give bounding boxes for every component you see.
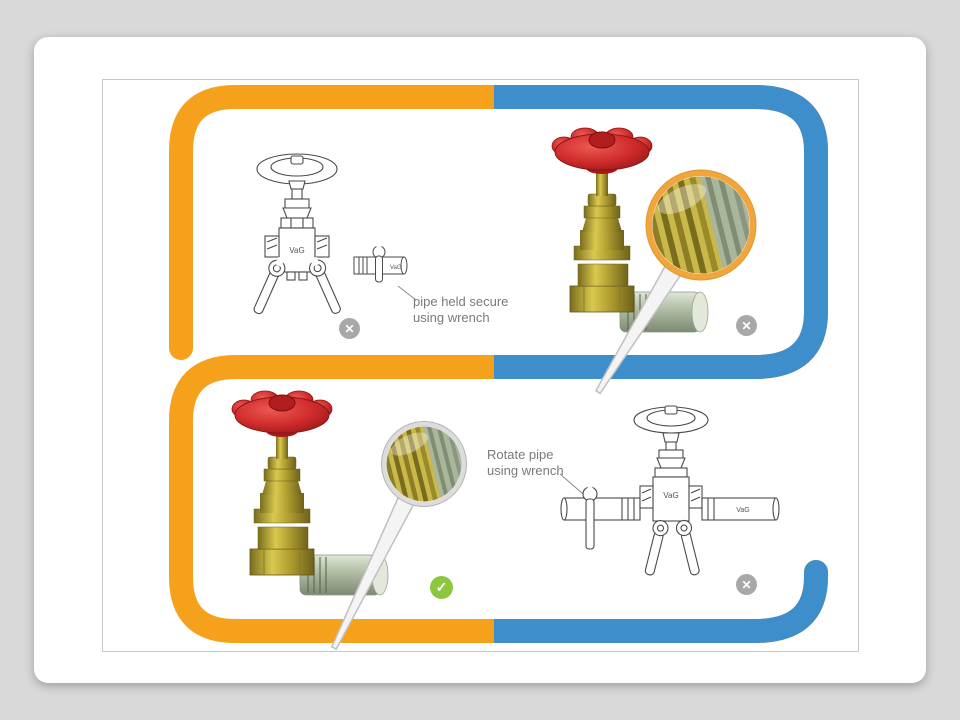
magnifier-handle xyxy=(594,263,683,395)
pipe-brand-label: VaG xyxy=(390,265,402,271)
check-icon: ✓ xyxy=(435,579,448,595)
magnifier-handle xyxy=(330,495,416,651)
x-icon: ✕ xyxy=(741,577,752,592)
caption-line-1: pipe held secure xyxy=(413,294,509,309)
x-icon: ✕ xyxy=(344,321,355,336)
caption-line-1: Rotate pipe xyxy=(487,447,554,462)
caption-line-2: using wrench xyxy=(487,463,564,478)
valve-brand-label: VaG xyxy=(663,491,678,500)
correct-mark: ✓ xyxy=(430,576,453,599)
caption-pipe-held-secure: pipe held secure using wrench xyxy=(413,294,533,326)
caption-rotate-pipe: Rotate pipe using wrench xyxy=(487,447,597,479)
valve-brand-label: VaG xyxy=(289,246,304,255)
x-icon: ✕ xyxy=(741,318,752,333)
incorrect-wrench-hold-illustration: VaG xyxy=(253,153,341,315)
incorrect-mark-3: ✕ xyxy=(736,574,757,595)
caption-line-2: using wrench xyxy=(413,310,490,325)
pipe-brand-label: VaG xyxy=(736,507,750,514)
incorrect-mark-1: ✕ xyxy=(339,318,360,339)
incorrect-mark-2: ✕ xyxy=(736,315,757,336)
magnifier-thread-closeup-1 xyxy=(594,169,757,395)
magnifier-thread-closeup-2 xyxy=(330,421,467,651)
